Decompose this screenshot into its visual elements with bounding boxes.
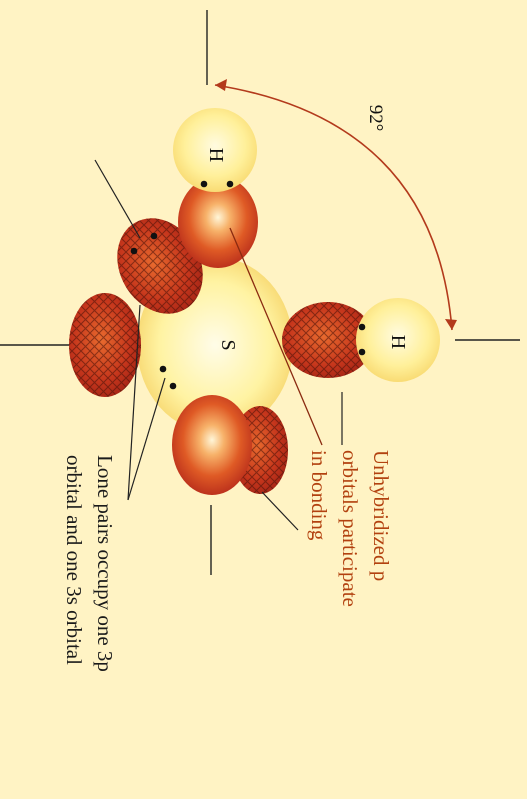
lone-pairs-label-line-2: orbital and one 3s orbital [58,455,89,672]
lone-pairs-label-line-1: Lone pairs occupy one 3p [89,455,120,672]
leader-line-lower-lobe [262,492,298,530]
hydrogen-top-label: H [205,148,227,162]
angle-arrowhead-top [215,79,227,91]
hydrogen-right-label: H [387,335,409,349]
lone-pairs-label: Lone pairs occupy one 3p orbital and one… [58,455,120,672]
angle-arrowhead-right [445,319,457,330]
leader-line-upper-lobe [95,160,140,238]
sulfur-label: S [217,339,239,350]
angle-label: 92° [365,105,386,132]
bonding-label-line-2: orbitals participate [334,450,365,607]
bonding-label-line-1: Unhybridized p [365,450,396,607]
leader-line-lone-pair-dots [128,378,165,500]
p-lobe-lower [172,395,252,495]
bonding-label: Unhybridized p orbitals participate in b… [303,450,396,607]
bonding-label-line-3: in bonding [303,450,334,607]
